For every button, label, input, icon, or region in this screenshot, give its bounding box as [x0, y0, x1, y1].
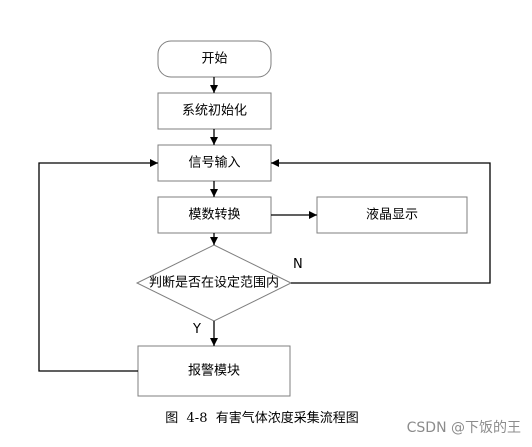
input-node: 信号输入: [157, 144, 272, 182]
display-node: 液晶显示: [316, 196, 468, 234]
input-label: 信号输入: [188, 155, 240, 171]
decision-label: 判断是否在设定范围内: [149, 275, 279, 291]
convert-node: 模数转换: [157, 196, 272, 234]
init-node: 系统初始化: [157, 92, 272, 130]
edge-label-yes: Y: [192, 322, 201, 337]
decision-node: 判断是否在设定范围内: [135, 244, 293, 322]
start-label: 开始: [201, 52, 227, 67]
alarm-node: 报警模块: [137, 345, 291, 397]
alarm-label: 报警模块: [188, 363, 240, 379]
figure-caption: 图 4-8 有害气体浓度采集流程图: [165, 410, 358, 426]
watermark: CSDN @下饭的王: [407, 420, 521, 436]
edge-alarm-loop: [38, 159, 158, 372]
edge-decision-no-loop: [271, 159, 491, 284]
edge-label-no: N: [293, 257, 303, 272]
start-node: 开始: [157, 40, 272, 78]
display-label: 液晶显示: [366, 208, 418, 223]
init-label: 系统初始化: [182, 104, 247, 119]
convert-label: 模数转换: [188, 208, 240, 223]
